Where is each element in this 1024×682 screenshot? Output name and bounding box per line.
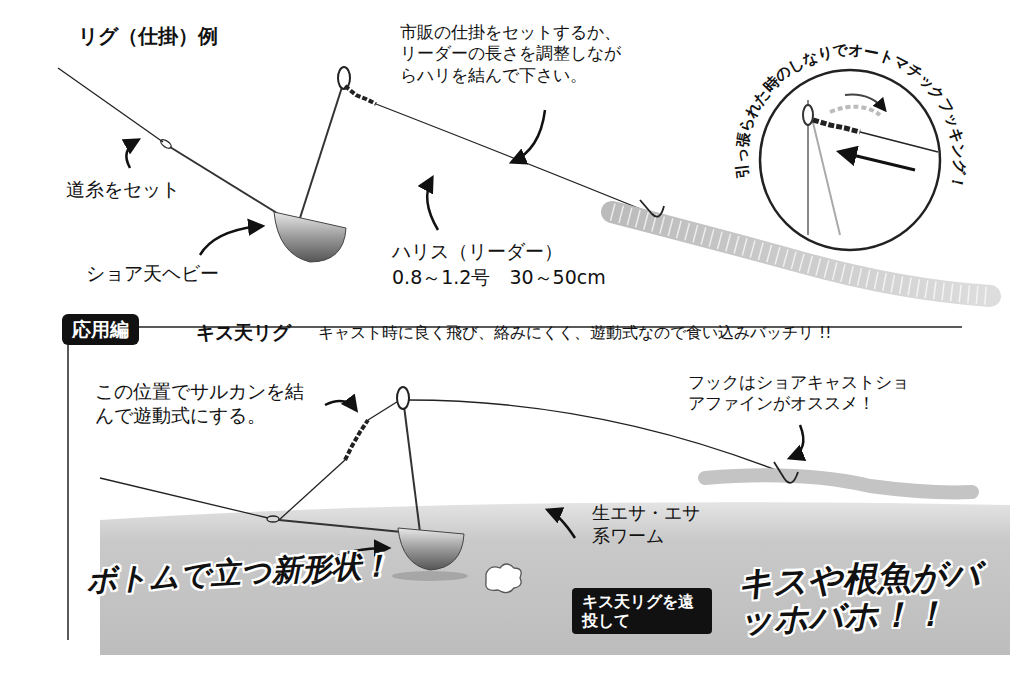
leader-spec: 0.8～1.2号 30～50cm (392, 266, 652, 290)
instruction-note: 市販の仕掛をセットするか、リーダーの長さを調整しながらハリを結んで下さい。 (400, 22, 635, 86)
banner-box: キス天リグを遠投して (572, 588, 712, 634)
sinker-name: ショア天ヘビー (86, 262, 256, 286)
section-title: リグ（仕掛）例 (78, 24, 278, 49)
leader-label: ハリス（リーダー） (392, 240, 612, 264)
bait-label: 生エサ・エサ系ワーム (592, 502, 702, 547)
box-text: 応用編 (72, 318, 129, 341)
mainline-label: 道糸をセット (66, 178, 226, 202)
swivel-note: この位置でサルカンを結んで遊動式にする。 (95, 380, 320, 428)
section-tab: 応用編 (62, 314, 139, 345)
rig-name: キス天リグ (196, 321, 316, 345)
catch-slogan: キスや根魚がバッホバホ！！ (737, 555, 1011, 639)
hooking-inset: 引っ張られた時のしなりでオートマチックフッキング！ (732, 41, 968, 250)
hook-note: フックはショアキャストショアファインがオススメ！ (688, 372, 913, 415)
inset-caption: 引っ張られた時のしなりでオートマチックフッキング！ (732, 41, 968, 192)
rig-description: キャスト時に良く飛び、絡みにくく、遊動式なので食い込みバッチリ !! (318, 324, 968, 343)
bracket (67, 345, 69, 640)
top-rig (58, 67, 990, 296)
box-text: キス天リグを遠投して (582, 592, 702, 630)
